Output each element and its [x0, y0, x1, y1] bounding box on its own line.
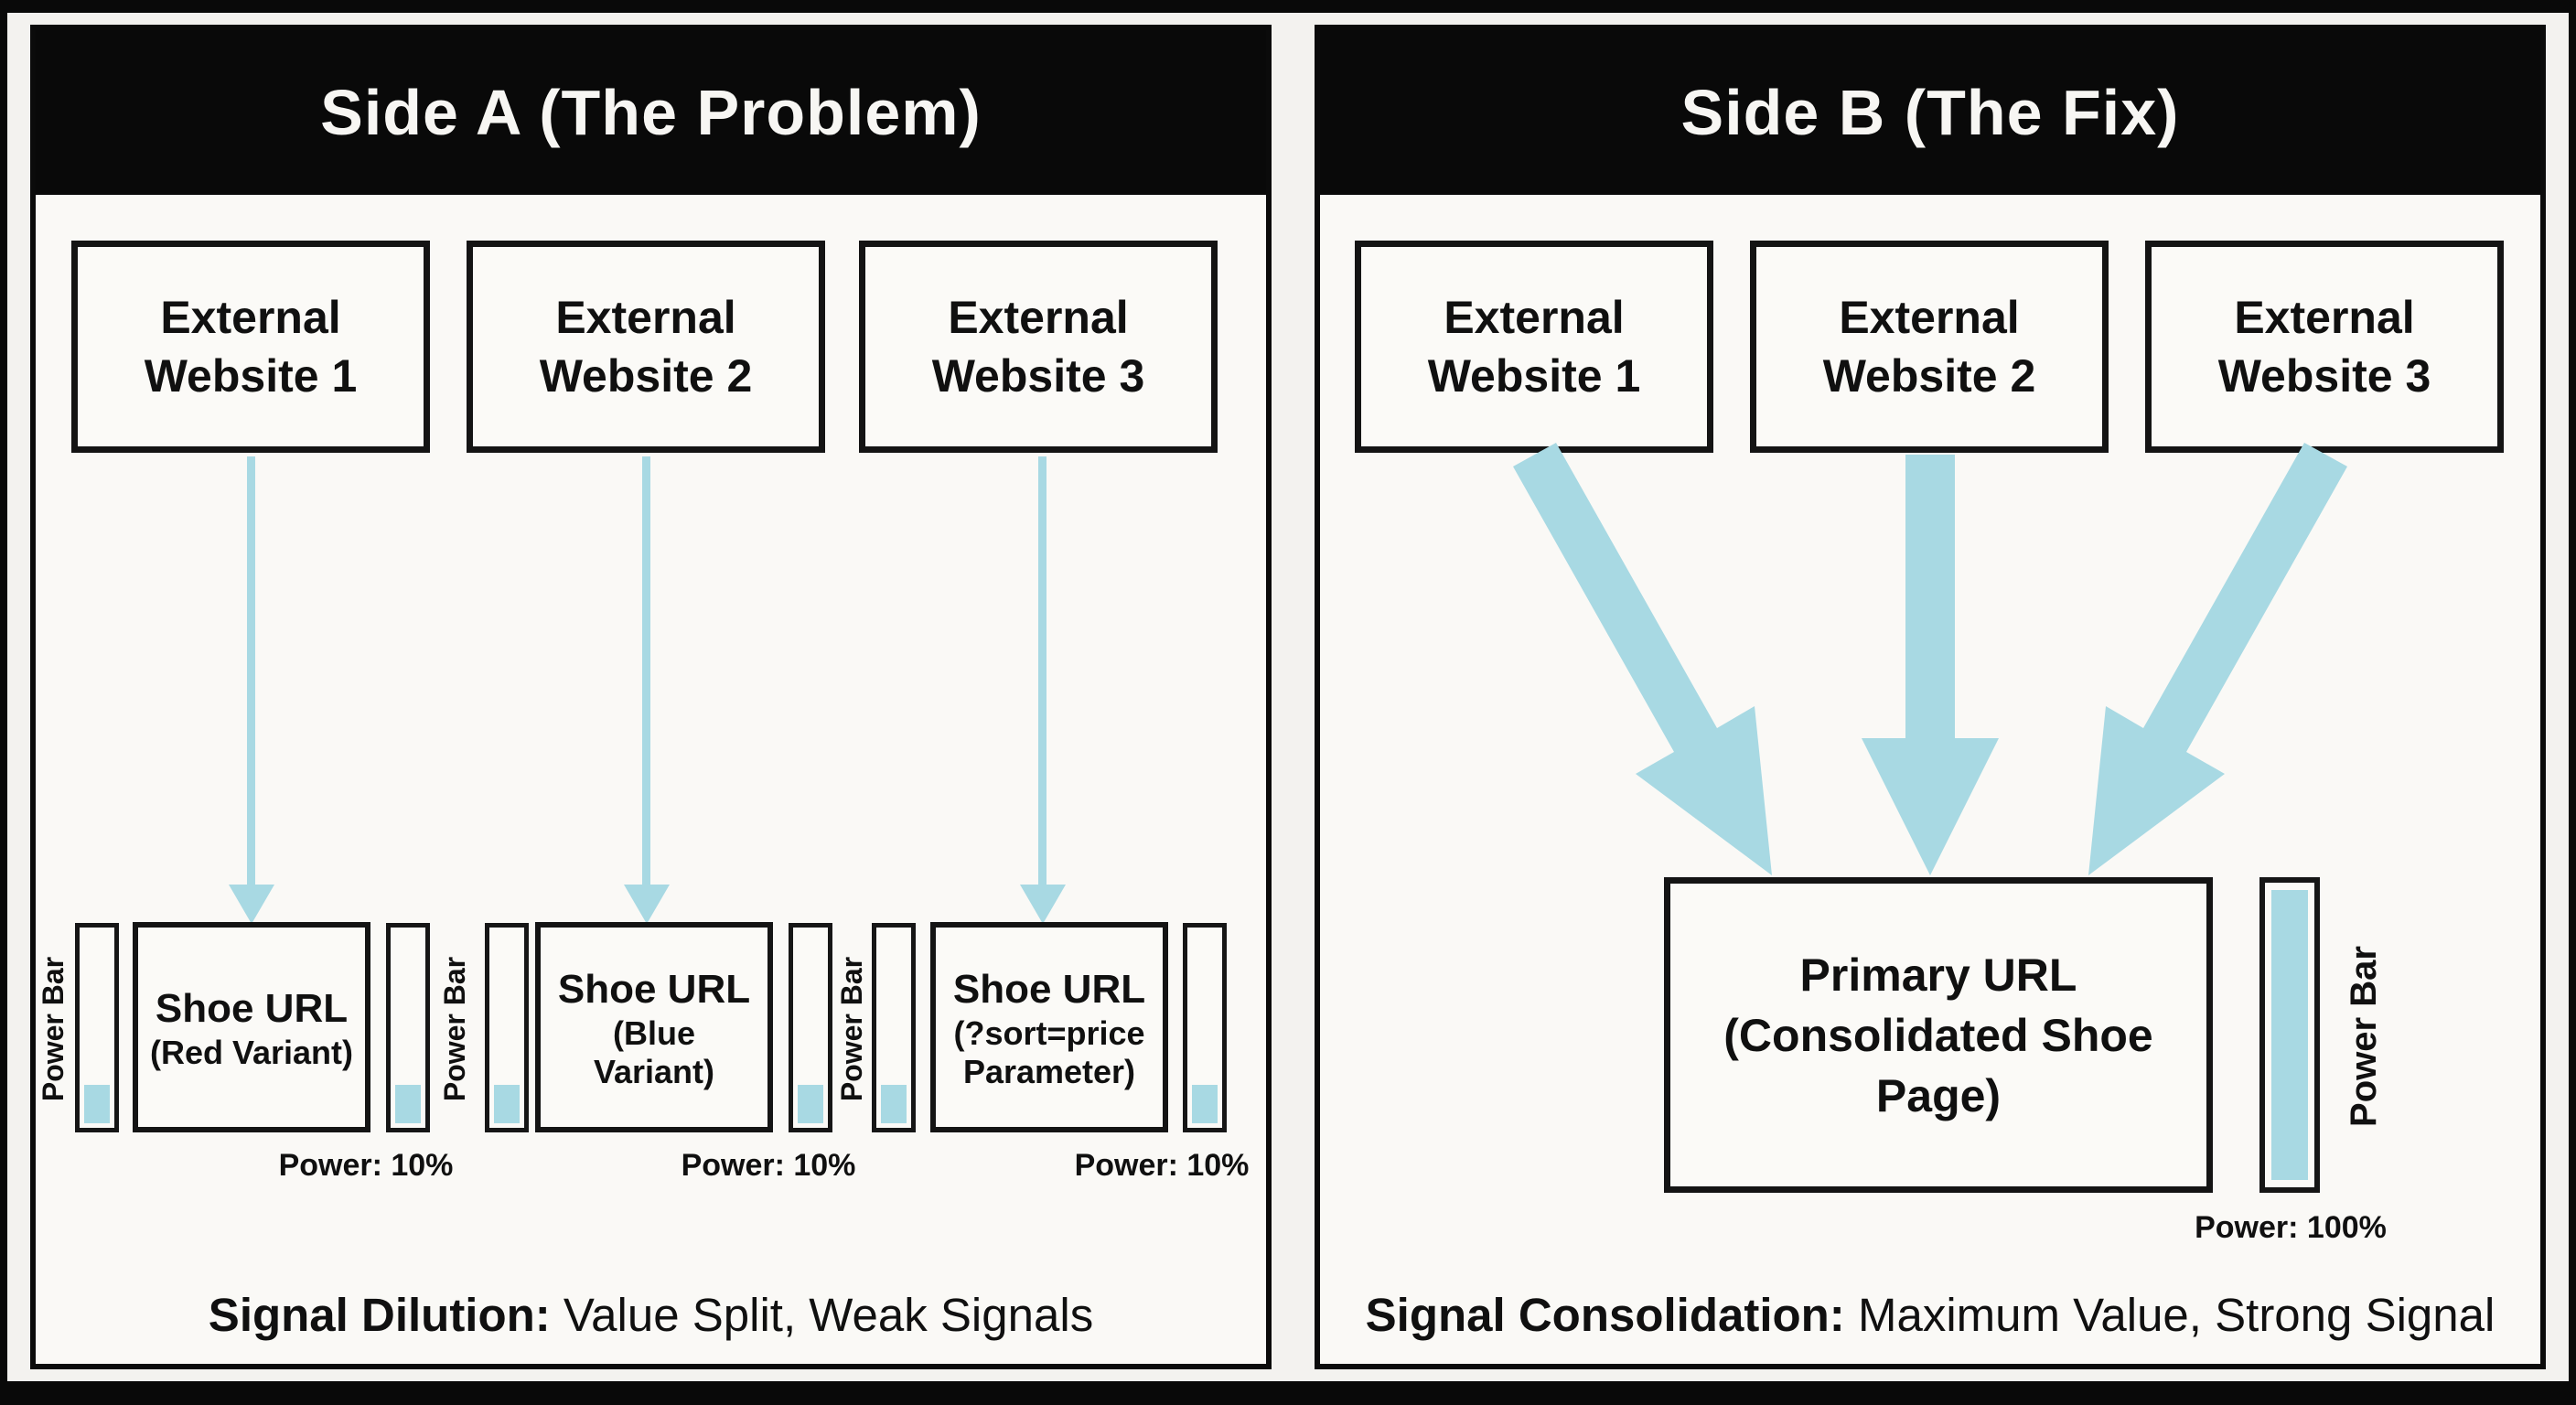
dilution-arrow-3-line [1038, 456, 1046, 888]
caption-strong: Signal Dilution: [208, 1289, 551, 1341]
primary-url-label: Primary URL [1799, 949, 2077, 1001]
external-website-label: External Website 1 [1427, 292, 1641, 402]
side-a-caption: Signal Dilution: Value Split, Weak Signa… [36, 1288, 1266, 1342]
caption-rest: Value Split, Weak Signals [550, 1289, 1094, 1341]
consolidation-arrow-3-icon [2088, 443, 2347, 875]
power-bar-fill [84, 1085, 110, 1123]
power-bar-fill [1192, 1085, 1218, 1123]
power-bar-outline [386, 923, 430, 1132]
panel-side-b: Side B (The Fix) External Website 1 Exte… [1315, 25, 2546, 1369]
external-website-label: External Website 1 [144, 292, 358, 402]
primary-url-box: Primary URL (Consolidated Shoe Page) [1664, 877, 2213, 1193]
power-bar-label: Power Bar [438, 956, 471, 1102]
shoe-url-sublabel: (Red Variant) [149, 1033, 354, 1071]
power-bar-outline [2259, 877, 2320, 1193]
outer-frame-left [0, 0, 7, 1405]
consolidation-arrow-1-icon [1513, 443, 1772, 875]
shoe-url-box-blue: Shoe URL (Blue Variant) [535, 922, 773, 1132]
side-b-title: Side B (The Fix) [1680, 77, 2180, 148]
dilution-arrow-1-line [247, 456, 255, 888]
power-bar-label: Power Bar [835, 956, 868, 1102]
dilution-arrow-2-line [642, 456, 650, 888]
shoe-url-sublabel: (?sort=price Parameter) [953, 1014, 1145, 1090]
power-value-caption: Power: 10% [278, 1148, 454, 1183]
power-bar-fill [395, 1085, 421, 1123]
shoe-url-sublabel: (Blue Variant) [593, 1014, 715, 1090]
power-value-caption: Power: 10% [681, 1148, 856, 1183]
power-bar-fill [798, 1085, 823, 1123]
power-bar-outline [1183, 923, 1227, 1132]
dilution-arrow-3-head-icon [1020, 885, 1066, 924]
shoe-url-label: Shoe URL [557, 967, 751, 1013]
power-bar-outline [75, 923, 119, 1132]
outer-frame-top [0, 0, 2576, 13]
power-bar-label: Power Bar [2344, 946, 2384, 1127]
outer-frame-bottom [0, 1381, 2576, 1405]
external-website-label: External Website 3 [931, 292, 1145, 402]
power-bar-outline [485, 923, 529, 1132]
power-bar-fill [494, 1085, 520, 1123]
external-website-label: External Website 2 [539, 292, 753, 402]
external-website-box-b1: External Website 1 [1355, 241, 1713, 453]
primary-url-sublabel: (Consolidated Shoe Page) [1723, 1009, 2153, 1121]
panel-side-a: Side A (The Problem) External Website 1 … [30, 25, 1272, 1369]
side-b-title-band: Side B (The Fix) [1320, 30, 2540, 195]
external-website-box-b2: External Website 2 [1750, 241, 2109, 453]
side-a-title: Side A (The Problem) [320, 77, 982, 148]
outer-frame-right [2569, 0, 2576, 1405]
external-website-label: External Website 2 [1822, 292, 2036, 402]
external-website-box-b3: External Website 3 [2145, 241, 2504, 453]
side-b-caption: Signal Consolidation: Maximum Value, Str… [1320, 1288, 2540, 1342]
external-website-label: External Website 3 [2217, 292, 2431, 402]
shoe-url-box-parameter: Shoe URL (?sort=price Parameter) [930, 922, 1168, 1132]
shoe-url-label: Shoe URL [952, 967, 1146, 1013]
power-bar-fill [2271, 890, 2308, 1180]
external-website-box-a1: External Website 1 [71, 241, 430, 453]
consolidation-arrow-2-icon [1862, 455, 1999, 875]
side-a-title-band: Side A (The Problem) [36, 30, 1266, 195]
dilution-arrow-1-head-icon [229, 885, 274, 924]
external-website-box-a3: External Website 3 [859, 241, 1218, 453]
shoe-url-box-red: Shoe URL (Red Variant) [133, 922, 370, 1132]
caption-strong: Signal Consolidation: [1365, 1289, 1845, 1341]
shoe-url-label: Shoe URL [155, 985, 349, 1031]
dilution-arrow-2-head-icon [624, 885, 670, 924]
power-bar-outline [789, 923, 832, 1132]
consolidation-arrows [1513, 443, 2347, 875]
caption-rest: Maximum Value, Strong Signal [1844, 1289, 2496, 1341]
power-bar-outline [872, 923, 916, 1132]
power-value-caption: Power: 100% [2195, 1210, 2387, 1245]
external-website-box-a2: External Website 2 [467, 241, 825, 453]
power-bar-label: Power Bar [37, 956, 70, 1102]
power-value-caption: Power: 10% [1074, 1148, 1250, 1183]
power-bar-fill [881, 1085, 907, 1123]
